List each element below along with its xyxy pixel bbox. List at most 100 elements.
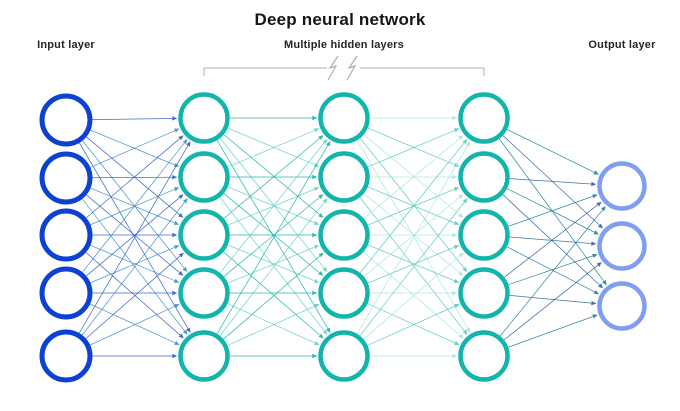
- arrowhead: [174, 128, 180, 133]
- connection-line: [86, 136, 180, 215]
- arrowhead: [174, 304, 180, 309]
- connection-line: [227, 186, 315, 224]
- hidden-layer-3-node: [458, 151, 510, 203]
- arrowhead: [453, 187, 460, 192]
- hidden-layers-bracket-left: [203, 67, 327, 76]
- arrowhead: [458, 194, 464, 199]
- connection-line: [367, 127, 455, 166]
- hidden-layer-2-node: [318, 92, 370, 144]
- arrowhead: [173, 278, 180, 283]
- connection-line: [223, 193, 320, 274]
- connection-line: [89, 305, 176, 346]
- arrowhead: [602, 279, 607, 286]
- connection-line: [86, 197, 180, 277]
- connection-line: [85, 255, 181, 339]
- connection-line: [506, 129, 595, 173]
- arrowhead: [318, 252, 324, 258]
- arrowhead: [313, 128, 320, 133]
- hidden-layer-2-node: [318, 330, 370, 382]
- arrowhead: [462, 266, 468, 273]
- hidden-layer-2-node: [318, 151, 370, 203]
- arrowhead: [458, 271, 464, 276]
- arrowhead: [318, 194, 324, 199]
- arrowhead: [322, 266, 328, 273]
- arrowhead: [322, 329, 328, 335]
- arrowhead: [318, 212, 324, 218]
- hidden-layer-3-node: [458, 267, 510, 319]
- connection-line: [223, 255, 321, 340]
- connection-line: [216, 145, 329, 334]
- connection-line: [82, 142, 185, 273]
- arrowhead: [453, 220, 460, 225]
- arrowhead: [178, 270, 184, 276]
- arrowhead: [173, 220, 180, 225]
- arrowhead: [178, 194, 184, 200]
- arrowhead: [462, 198, 468, 204]
- connection-line: [502, 135, 600, 226]
- connection-line: [89, 303, 176, 344]
- connection-line: [359, 142, 465, 274]
- arrowhead: [172, 290, 178, 296]
- connection-line: [90, 246, 175, 284]
- arrowhead: [592, 194, 598, 199]
- diagram-title: Deep neural network: [254, 10, 426, 29]
- arrowhead: [600, 205, 606, 212]
- input-layer-label: Input layer: [37, 39, 95, 51]
- arrowhead: [182, 139, 188, 145]
- connection-line: [509, 295, 592, 304]
- connection-line: [227, 305, 316, 346]
- arrowhead: [592, 253, 598, 258]
- output-layer-node: [597, 221, 647, 271]
- connection-line: [219, 197, 325, 332]
- output-layer-node: [597, 281, 647, 331]
- arrowhead: [313, 187, 320, 192]
- connection-line: [227, 246, 315, 284]
- input-layer-node: [39, 151, 93, 205]
- connection-line: [356, 140, 469, 329]
- connection-line: [367, 246, 455, 284]
- arrowhead: [313, 245, 320, 250]
- connection-line: [359, 201, 465, 336]
- connection-line: [90, 244, 175, 282]
- connection-line: [508, 316, 594, 348]
- hidden-layer-1-node: [178, 267, 230, 319]
- connection-line: [367, 303, 456, 344]
- arrowhead: [591, 300, 597, 306]
- arrowhead: [312, 115, 318, 121]
- arrowhead: [458, 252, 464, 258]
- connection-line: [506, 246, 595, 293]
- hidden-layer-3-node: [458, 92, 510, 144]
- arrowhead: [593, 170, 599, 175]
- arrowhead: [312, 353, 318, 359]
- connection-line: [363, 251, 461, 336]
- connection-line: [92, 176, 173, 179]
- arrowhead: [173, 245, 180, 250]
- connection-line: [227, 244, 315, 282]
- connection-line: [499, 209, 603, 337]
- connection-line: [367, 188, 455, 226]
- arrowhead: [593, 289, 600, 295]
- hidden-layer-3-node: [458, 330, 510, 382]
- bracket-break-zigzag: [346, 55, 358, 81]
- arrowhead: [318, 135, 324, 141]
- arrowhead: [313, 278, 320, 283]
- arrowhead: [182, 198, 188, 204]
- connection-line: [508, 195, 594, 227]
- output-layer-label: Output layer: [588, 39, 656, 51]
- arrowhead: [322, 138, 328, 145]
- arrowhead: [178, 212, 184, 218]
- connection-line: [90, 187, 175, 224]
- connection-line: [90, 129, 175, 166]
- arrowhead: [462, 138, 468, 145]
- arrowhead: [312, 290, 318, 296]
- connection-line: [508, 255, 594, 286]
- connection-line: [506, 188, 595, 233]
- arrowhead: [172, 232, 178, 238]
- connection-line: [363, 134, 460, 215]
- arrowhead: [314, 340, 320, 346]
- bracket-break-zigzag: [327, 55, 339, 81]
- connection-line: [85, 138, 181, 219]
- input-layer-node: [39, 93, 93, 147]
- arrowhead: [596, 262, 602, 267]
